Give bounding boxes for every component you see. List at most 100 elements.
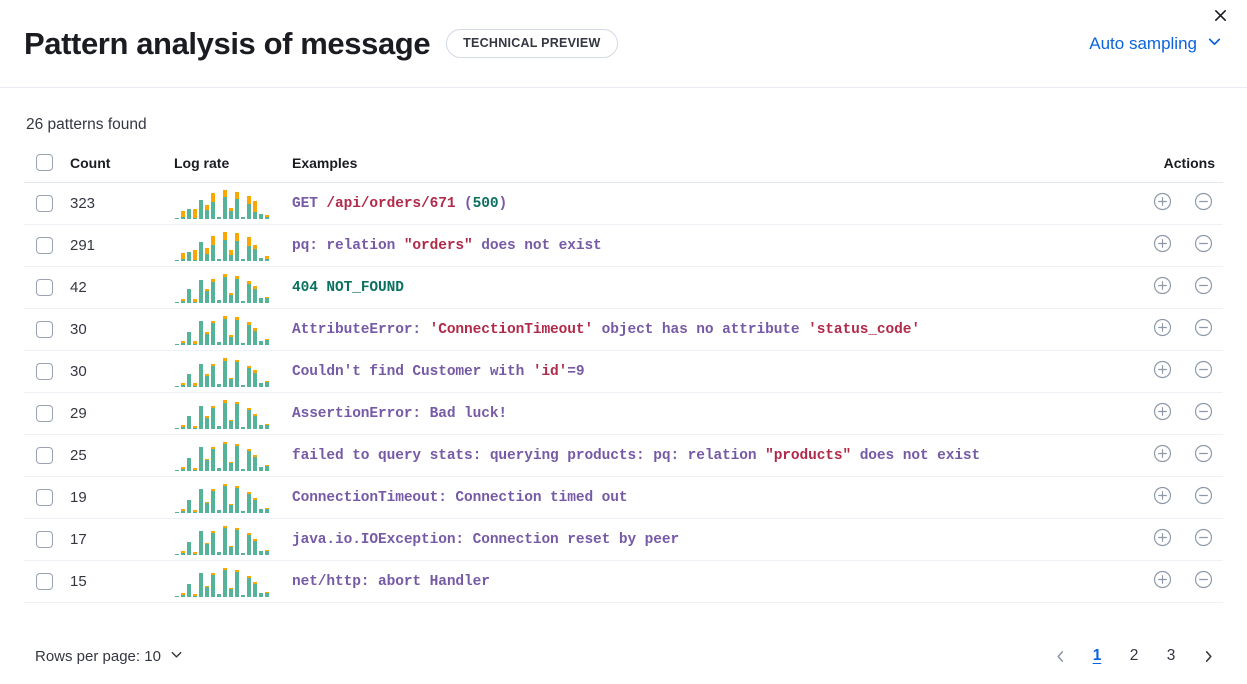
row-count: 17 bbox=[70, 518, 174, 561]
example-token: AttributeError: bbox=[292, 321, 430, 338]
circle-plus-icon[interactable] bbox=[1153, 402, 1172, 426]
row-actions bbox=[1127, 224, 1223, 267]
circle-minus-icon[interactable] bbox=[1194, 360, 1213, 384]
row-checkbox[interactable] bbox=[36, 363, 53, 380]
example-token: "products" bbox=[765, 447, 852, 464]
circle-minus-icon[interactable] bbox=[1194, 528, 1213, 552]
row-count: 19 bbox=[70, 476, 174, 519]
circle-plus-icon[interactable] bbox=[1153, 276, 1172, 300]
pagination-page-1[interactable]: 1 bbox=[1092, 647, 1102, 664]
circle-minus-icon[interactable] bbox=[1194, 570, 1213, 594]
title-group: Pattern analysis of message TECHNICAL PR… bbox=[24, 26, 618, 62]
example-token: pq: relation bbox=[292, 237, 404, 254]
row-example: AttributeError: 'ConnectionTimeout' obje… bbox=[292, 308, 1127, 351]
example-token: GET bbox=[292, 195, 327, 212]
circle-plus-icon[interactable] bbox=[1153, 318, 1172, 342]
circle-plus-icon[interactable] bbox=[1153, 192, 1172, 216]
circle-minus-icon[interactable] bbox=[1194, 234, 1213, 258]
row-checkbox[interactable] bbox=[36, 447, 53, 464]
row-example: pq: relation "orders" does not exist bbox=[292, 224, 1127, 267]
patterns-found-count: 26 patterns found bbox=[26, 116, 147, 133]
example-token: ) bbox=[498, 195, 508, 212]
log-rate-sparkline bbox=[174, 266, 292, 309]
pagination-next-button[interactable] bbox=[1193, 641, 1223, 671]
row-checkbox[interactable] bbox=[36, 405, 53, 422]
patterns-panel: 26 patterns found Count Log rate Example… bbox=[0, 88, 1247, 603]
row-example: AssertionError: Bad luck! bbox=[292, 392, 1127, 435]
table-row[interactable]: 19 ConnectionTimeout: Connection timed ou… bbox=[24, 476, 1223, 519]
pagination-page-3[interactable]: 3 bbox=[1166, 647, 1176, 664]
row-count: 291 bbox=[70, 224, 174, 267]
example-token: does not exist bbox=[472, 237, 602, 254]
column-header-actions: Actions bbox=[1163, 154, 1215, 171]
circle-minus-icon[interactable] bbox=[1194, 486, 1213, 510]
circle-plus-icon[interactable] bbox=[1153, 444, 1172, 468]
log-rate-sparkline bbox=[174, 476, 292, 519]
row-checkbox[interactable] bbox=[36, 531, 53, 548]
table-row[interactable]: 291 pq: relation "orders" does not exist bbox=[24, 224, 1223, 267]
circle-plus-icon[interactable] bbox=[1153, 486, 1172, 510]
row-actions bbox=[1127, 518, 1223, 561]
select-all-checkbox[interactable] bbox=[36, 154, 53, 171]
dialog-header: Pattern analysis of message TECHNICAL PR… bbox=[0, 0, 1247, 88]
row-example: java.io.IOException: Connection reset by… bbox=[292, 518, 1127, 561]
row-actions bbox=[1127, 266, 1223, 309]
close-icon[interactable] bbox=[1207, 2, 1233, 28]
pagination-prev-button[interactable] bbox=[1045, 641, 1075, 671]
circle-minus-icon[interactable] bbox=[1194, 276, 1213, 300]
row-checkbox[interactable] bbox=[36, 195, 53, 212]
row-checkbox[interactable] bbox=[36, 489, 53, 506]
circle-plus-icon[interactable] bbox=[1153, 234, 1172, 258]
circle-minus-icon[interactable] bbox=[1194, 402, 1213, 426]
pagination-page-2[interactable]: 2 bbox=[1129, 647, 1139, 664]
row-example: 404 NOT_FOUND bbox=[292, 266, 1127, 309]
example-token: NOT_FOUND bbox=[317, 279, 404, 296]
row-count: 323 bbox=[70, 182, 174, 225]
column-header-count: Count bbox=[70, 154, 111, 171]
row-select-cell bbox=[24, 392, 70, 435]
circle-plus-icon[interactable] bbox=[1153, 360, 1172, 384]
table-footer: Rows per page: 10 1 2 3 bbox=[0, 628, 1247, 684]
log-rate-sparkline bbox=[174, 308, 292, 351]
example-token: does not exist bbox=[851, 447, 981, 464]
circle-plus-icon[interactable] bbox=[1153, 528, 1172, 552]
row-actions bbox=[1127, 392, 1223, 435]
table-row[interactable]: 17 java.io.IOException: Connection reset … bbox=[24, 518, 1223, 561]
row-checkbox[interactable] bbox=[36, 573, 53, 590]
row-checkbox[interactable] bbox=[36, 321, 53, 338]
row-example: failed to query stats: querying products… bbox=[292, 434, 1127, 477]
rows-per-page-selector[interactable]: Rows per page: 10 bbox=[24, 647, 184, 666]
row-checkbox[interactable] bbox=[36, 237, 53, 254]
circle-plus-icon[interactable] bbox=[1153, 570, 1172, 594]
row-checkbox[interactable] bbox=[36, 279, 53, 296]
row-actions bbox=[1127, 308, 1223, 351]
row-actions bbox=[1127, 434, 1223, 477]
circle-minus-icon[interactable] bbox=[1194, 318, 1213, 342]
circle-minus-icon[interactable] bbox=[1194, 192, 1213, 216]
row-actions bbox=[1127, 350, 1223, 393]
pagination: 1 2 3 bbox=[1045, 641, 1223, 671]
auto-sampling-dropdown[interactable]: Auto sampling bbox=[1089, 33, 1223, 55]
chevron-down-icon bbox=[1206, 33, 1223, 55]
table-row[interactable]: 30 AttributeError: 'ConnectionTimeout' ob… bbox=[24, 308, 1223, 351]
example-token: net/http: abort Handler bbox=[292, 573, 490, 590]
row-actions bbox=[1127, 182, 1223, 225]
log-rate-sparkline bbox=[174, 392, 292, 435]
row-select-cell bbox=[24, 560, 70, 603]
example-token: ConnectionTimeout: Connection timed out bbox=[292, 489, 628, 506]
column-header-examples: Examples bbox=[292, 154, 358, 171]
circle-minus-icon[interactable] bbox=[1194, 444, 1213, 468]
example-token: 404 bbox=[292, 279, 318, 296]
log-rate-sparkline bbox=[174, 224, 292, 267]
status-badge: TECHNICAL PREVIEW bbox=[446, 29, 618, 58]
row-count: 30 bbox=[70, 308, 174, 351]
row-select-cell bbox=[24, 224, 70, 267]
